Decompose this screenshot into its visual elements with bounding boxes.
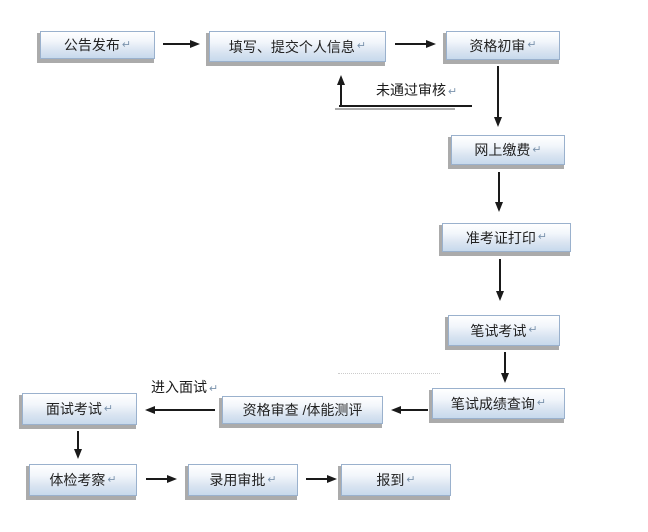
node-label: 录用审批 [209, 472, 266, 488]
arrow-line [395, 43, 427, 45]
node-label: 填写、提交个人信息 [228, 38, 355, 55]
node-initial-qualification-review: 资格初审↵ [446, 31, 560, 60]
line-shadow [335, 108, 455, 110]
arrowhead-right-icon [327, 475, 337, 483]
arrow-line [339, 105, 472, 107]
node-admission-ticket-print: 准考证打印↵ [442, 223, 571, 252]
node-online-payment: 网上缴费↵ [451, 135, 565, 165]
paragraph-mark-icon: ↵ [528, 324, 538, 336]
edge-label-reject: 未通过审核↵ [376, 80, 457, 100]
node-fill-submit-info: 填写、提交个人信息↵ [209, 31, 386, 62]
edge-label-text: 未通过审核 [376, 82, 446, 98]
arrowhead-down-icon [501, 373, 509, 383]
node-label: 准考证打印 [465, 229, 536, 246]
arrow-line [498, 172, 500, 203]
node-label: 体检考察 [49, 472, 106, 488]
arrow-line [154, 409, 215, 411]
arrow-line [306, 478, 328, 480]
arrow-line [497, 66, 499, 118]
arrowhead-down-icon [494, 117, 502, 127]
paragraph-mark-icon: ↵ [267, 473, 277, 486]
node-label: 资格审查 /体能测评 [242, 402, 363, 418]
node-written-score-query: 笔试成绩查询↵ [432, 388, 565, 419]
arrowhead-right-icon [190, 40, 200, 48]
node-report-for-duty: 报到↵ [341, 464, 451, 496]
paragraph-mark-icon: ↵ [356, 40, 367, 52]
paragraph-mark-icon: ↵ [532, 143, 542, 156]
paragraph-mark-icon: ↵ [406, 473, 416, 486]
node-label: 资格初审 [469, 37, 526, 54]
node-employment-approval: 录用审批↵ [188, 464, 298, 496]
paragraph-mark-icon: ↵ [121, 38, 132, 51]
arrowhead-down-icon [495, 202, 503, 212]
faint-dotted-line [338, 373, 440, 374]
paragraph-mark-icon: ↵ [527, 39, 537, 51]
edge-label-text: 进入面试 [151, 379, 207, 395]
arrow-line [77, 431, 79, 450]
paragraph-mark-icon: ↵ [536, 397, 547, 409]
node-label: 笔试考试 [470, 322, 527, 339]
node-label: 报到 [376, 472, 405, 488]
node-label: 笔试成绩查询 [450, 395, 535, 412]
node-label: 面试考试 [45, 401, 102, 417]
paragraph-mark-icon: ↵ [448, 86, 458, 98]
node-label: 公告发布 [63, 37, 120, 53]
arrow-line [499, 259, 501, 292]
arrowhead-down-icon [496, 291, 504, 301]
arrowhead-left-icon [391, 406, 401, 414]
arrow-line [504, 352, 506, 374]
paragraph-mark-icon: ↵ [107, 473, 117, 486]
arrow-line [163, 43, 192, 45]
paragraph-mark-icon: ↵ [209, 383, 219, 395]
node-interview-exam: 面试考试↵ [22, 393, 137, 425]
paragraph-mark-icon: ↵ [103, 402, 114, 415]
arrowhead-right-icon [167, 475, 177, 483]
arrow-line [400, 409, 428, 411]
node-qualification-recheck-fitness-test: 资格审查 /体能测评 [222, 396, 383, 424]
node-label: 网上缴费 [474, 142, 531, 158]
node-written-exam: 笔试考试↵ [448, 315, 560, 346]
edge-label-enter-interview: 进入面试↵ [151, 377, 218, 397]
arrowhead-down-icon [74, 449, 82, 459]
node-physical-exam-inspection: 体检考察↵ [29, 464, 137, 496]
paragraph-mark-icon: ↵ [537, 231, 548, 243]
node-announcement: 公告发布↵ [40, 31, 155, 59]
arrowhead-right-icon [426, 40, 436, 48]
arrow-line [146, 478, 168, 480]
arrowhead-up-icon [337, 75, 345, 85]
arrow-line [340, 84, 342, 107]
arrowhead-left-icon [145, 406, 155, 414]
